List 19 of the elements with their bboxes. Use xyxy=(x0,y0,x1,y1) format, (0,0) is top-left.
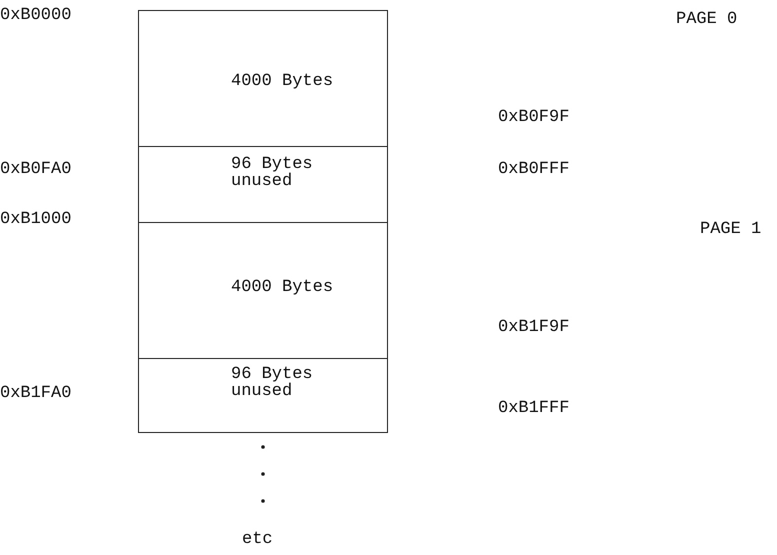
block-size-text: 96 Bytes unused xyxy=(231,366,314,400)
address-label: 0xB1000 xyxy=(0,210,72,230)
address-label: 0xB1F9F xyxy=(498,318,570,338)
page-label: PAGE 1 xyxy=(700,220,762,240)
address-label: 0xB0000 xyxy=(0,6,72,26)
address-label: 0xB0F9F xyxy=(498,108,570,128)
block-size-text: 4000 Bytes xyxy=(231,279,334,296)
block-size-text: 4000 Bytes xyxy=(231,73,334,90)
address-label: 0xB0FFF xyxy=(498,160,570,180)
continuation-text: etc xyxy=(242,530,273,550)
memory-block xyxy=(138,10,388,148)
address-label: 0xB1FA0 xyxy=(0,384,72,404)
memory-block xyxy=(138,222,388,359)
block-size-text: 96 Bytes unused xyxy=(231,156,314,190)
page-label: PAGE 0 xyxy=(676,10,738,30)
address-label: 0xB1FFF xyxy=(498,399,570,419)
memory-block xyxy=(138,146,388,223)
memory-block xyxy=(138,358,388,433)
address-label: 0xB0FA0 xyxy=(0,160,72,180)
